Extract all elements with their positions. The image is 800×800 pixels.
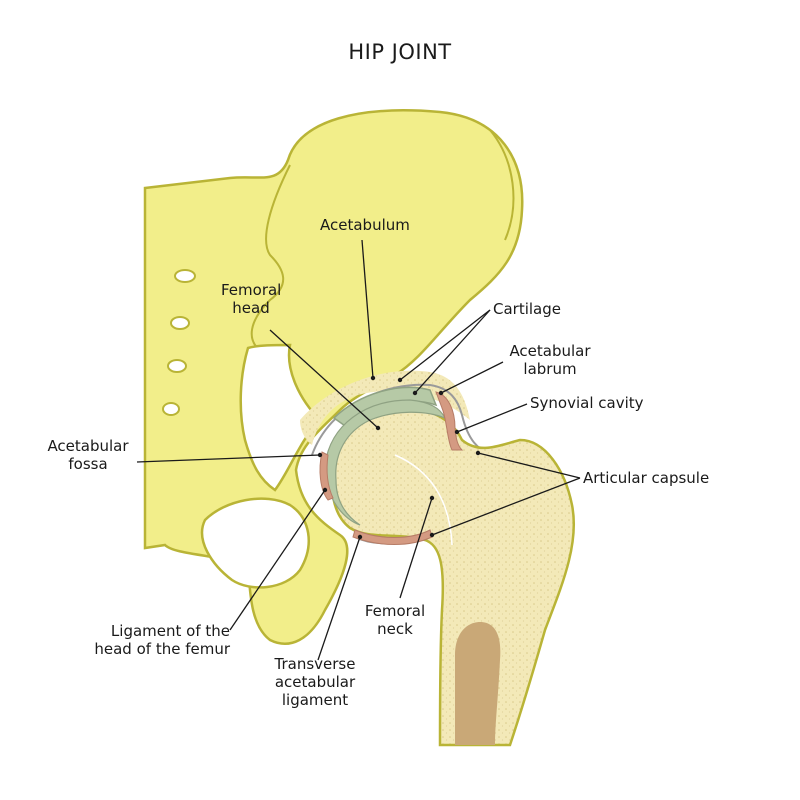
label-ligament-head-femur: Ligament of the head of the femur bbox=[94, 622, 230, 658]
leader-synovial bbox=[456, 403, 528, 433]
label-acetabular-labrum: Acetabular labrum bbox=[509, 342, 591, 378]
leader-fossa bbox=[136, 454, 321, 463]
leader-acetabulum bbox=[361, 239, 374, 379]
leader-capsule-2 bbox=[431, 477, 581, 536]
iliac-crest-contour bbox=[489, 129, 515, 241]
sacral-foramen bbox=[174, 269, 196, 283]
leader-transverse bbox=[317, 536, 361, 661]
ligament-of-head bbox=[319, 451, 334, 501]
label-acetabular-fossa: Acetabular fossa bbox=[47, 437, 129, 473]
sacral-foramen bbox=[167, 359, 187, 373]
sacral-foramen bbox=[170, 316, 190, 330]
leader-cartilage-1 bbox=[399, 309, 491, 381]
leader-labrum bbox=[440, 361, 504, 394]
sacral-foramen bbox=[162, 402, 180, 416]
femoral-head-cartilage bbox=[324, 399, 447, 526]
growth-plate-line bbox=[394, 454, 453, 546]
sciatic-notch bbox=[239, 343, 322, 492]
label-synovial-cavity: Synovial cavity bbox=[530, 394, 644, 412]
leader-ligament-head bbox=[229, 489, 326, 631]
leader-cartilage-2 bbox=[414, 309, 491, 394]
label-cartilage: Cartilage bbox=[493, 300, 561, 318]
acetabular-labrum bbox=[435, 391, 464, 451]
label-femoral-head: Femoral head bbox=[221, 281, 282, 317]
label-acetabulum: Acetabulum bbox=[320, 216, 410, 234]
leader-dots bbox=[317, 375, 481, 540]
obturator-foramen bbox=[200, 497, 310, 589]
sacrum-edge bbox=[250, 164, 291, 353]
leader-femoral-head bbox=[269, 329, 379, 429]
label-femoral-neck: Femoral neck bbox=[364, 602, 426, 638]
page-title: HIP JOINT bbox=[348, 40, 452, 64]
leader-femoral-neck bbox=[399, 497, 433, 599]
label-articular-capsule: Articular capsule bbox=[583, 469, 710, 487]
label-transverse-ligament: Transverse acetabular ligament bbox=[274, 655, 356, 709]
marrow-cavity bbox=[455, 622, 501, 745]
leader-lines bbox=[136, 239, 581, 661]
leader-capsule-1 bbox=[477, 452, 581, 479]
